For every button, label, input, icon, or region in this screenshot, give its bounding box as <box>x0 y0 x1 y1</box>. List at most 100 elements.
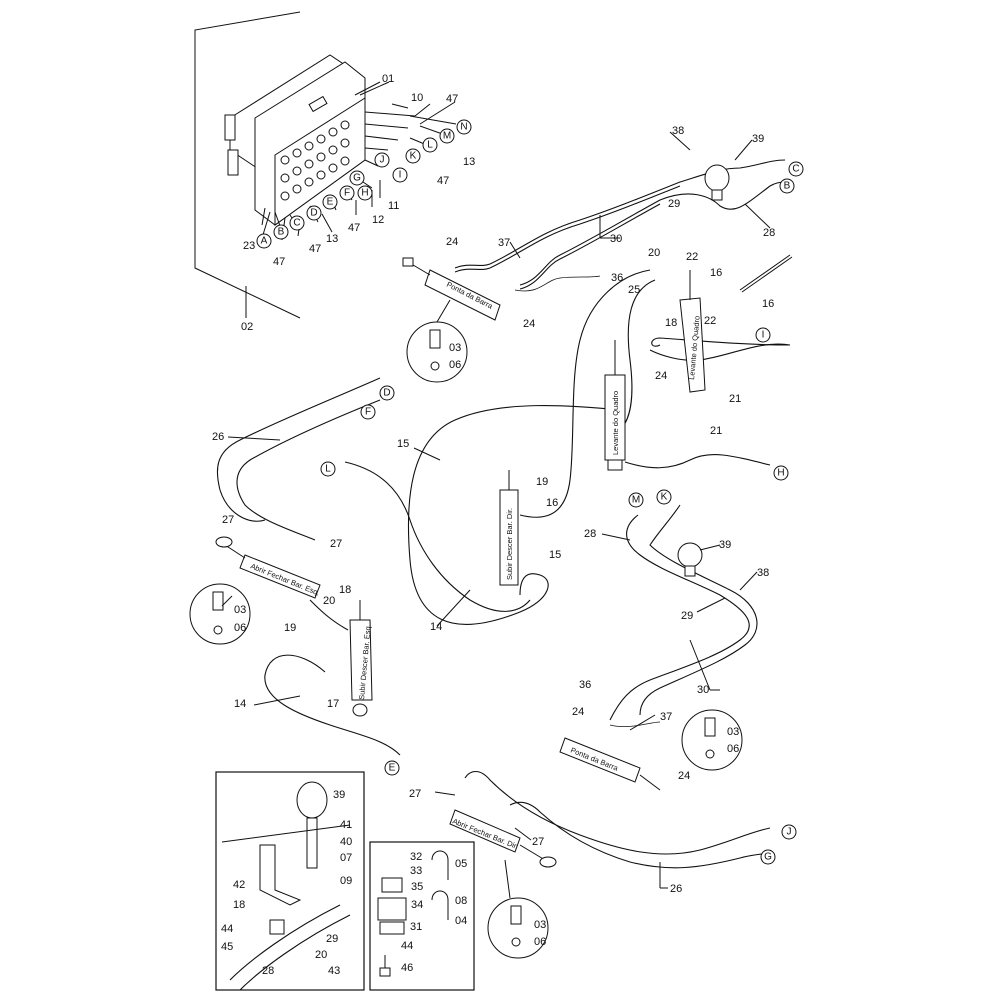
label-24: 24 <box>523 318 535 330</box>
label-43: 43 <box>328 965 340 977</box>
label-06: 06 <box>234 622 246 634</box>
hose-end-H: H <box>773 465 789 481</box>
svg-text:N: N <box>460 122 467 133</box>
label-13: 13 <box>463 156 475 168</box>
label-30: 30 <box>697 684 709 696</box>
inset-box-clamp <box>369 841 475 991</box>
svg-text:L: L <box>325 464 331 475</box>
hose-end-D: D <box>379 385 395 401</box>
label-28: 28 <box>584 528 596 540</box>
cylinder-label: Levante do Quadro <box>611 391 620 455</box>
label-14: 14 <box>430 621 442 633</box>
label-35: 35 <box>411 881 423 893</box>
svg-text:L: L <box>427 140 433 151</box>
part-number-labels: 01 02 10 47 13 47 11 12 47 13 47 23 47 3… <box>212 73 775 977</box>
svg-text:F: F <box>365 407 371 418</box>
svg-text:D: D <box>310 208 317 219</box>
accumulator-top <box>704 164 730 201</box>
label-24: 24 <box>655 370 667 382</box>
port-G: G <box>349 170 365 186</box>
hose-end-B: B <box>779 178 795 194</box>
label-18: 18 <box>233 899 245 911</box>
hose-end-G: G <box>760 849 776 865</box>
svg-text:H: H <box>361 188 368 199</box>
port-H: H <box>357 185 373 201</box>
label-39: 39 <box>333 789 345 801</box>
cylinder-ponta-da-barra-top: Ponta da Barra <box>402 257 501 321</box>
label-26: 26 <box>212 431 224 443</box>
label-47: 47 <box>348 222 360 234</box>
hose-end-I: I <box>755 327 771 343</box>
label-06: 06 <box>534 936 546 948</box>
svg-text:J: J <box>380 155 385 166</box>
label-41: 41 <box>340 819 352 831</box>
label-29: 29 <box>668 198 680 210</box>
fitting-detail-4 <box>487 859 549 959</box>
svg-text:E: E <box>327 197 334 208</box>
label-15: 15 <box>397 438 409 450</box>
port-K: K <box>405 148 421 164</box>
label-26: 26 <box>670 883 682 895</box>
port-J: J <box>374 152 390 168</box>
port-M: M <box>439 128 455 144</box>
accumulator-middle <box>677 542 703 577</box>
label-19: 19 <box>284 622 296 634</box>
label-10: 10 <box>411 92 423 104</box>
hose-end-C: C <box>788 161 804 177</box>
label-24: 24 <box>446 236 458 248</box>
fitting-detail-3 <box>681 709 743 771</box>
label-47: 47 <box>309 243 321 255</box>
label-20: 20 <box>315 949 327 961</box>
label-04: 04 <box>455 915 467 927</box>
label-03: 03 <box>727 726 739 738</box>
valve-block-assembly <box>194 11 457 319</box>
svg-text:I: I <box>762 330 765 341</box>
cylinder-subir-descer-dir: Subir Descer Bar. Dir. <box>499 470 519 586</box>
label-44: 44 <box>401 940 413 952</box>
label-17: 17 <box>327 698 339 710</box>
label-12: 12 <box>372 214 384 226</box>
hose-end-F: F <box>360 404 376 420</box>
label-29: 29 <box>326 933 338 945</box>
label-01: 01 <box>382 73 394 85</box>
svg-text:I: I <box>399 170 402 181</box>
label-23: 23 <box>243 240 255 252</box>
cylinder-subir-descer-esq: Subir Descer Bar. Esq. <box>349 600 373 717</box>
label-36: 36 <box>579 679 591 691</box>
label-03: 03 <box>534 919 546 931</box>
port-B: B <box>273 224 289 240</box>
label-46: 46 <box>401 962 413 974</box>
cylinder-ponta-da-barra-bottom: Ponta da Barra <box>559 737 661 791</box>
hose-end-L: L <box>320 461 336 477</box>
label-30: 30 <box>610 233 622 245</box>
label-27: 27 <box>532 836 544 848</box>
label-40: 40 <box>340 836 352 848</box>
port-letters: A B C D E F G H I J K L M N B C D F H I … <box>256 119 804 865</box>
svg-text:C: C <box>792 164 799 175</box>
svg-text:J: J <box>787 827 792 838</box>
leader-lines <box>221 81 771 841</box>
label-16: 16 <box>762 298 774 310</box>
label-28: 28 <box>262 965 274 977</box>
label-22: 22 <box>686 251 698 263</box>
hose-end-E: E <box>384 760 400 776</box>
label-34: 34 <box>411 899 423 911</box>
label-27: 27 <box>330 538 342 550</box>
label-08: 08 <box>455 895 467 907</box>
label-39: 39 <box>752 133 764 145</box>
label-25: 25 <box>628 284 640 296</box>
port-F: F <box>339 185 355 201</box>
label-47: 47 <box>446 93 458 105</box>
label-16: 16 <box>546 497 558 509</box>
label-07: 07 <box>340 852 352 864</box>
label-38: 38 <box>672 125 684 137</box>
label-06: 06 <box>449 359 461 371</box>
label-03: 03 <box>449 342 461 354</box>
port-D: D <box>306 205 322 221</box>
hose-end-K: K <box>656 489 672 505</box>
svg-text:C: C <box>293 218 300 229</box>
label-37: 37 <box>660 711 672 723</box>
label-47: 47 <box>437 175 449 187</box>
label-31: 31 <box>410 921 422 933</box>
